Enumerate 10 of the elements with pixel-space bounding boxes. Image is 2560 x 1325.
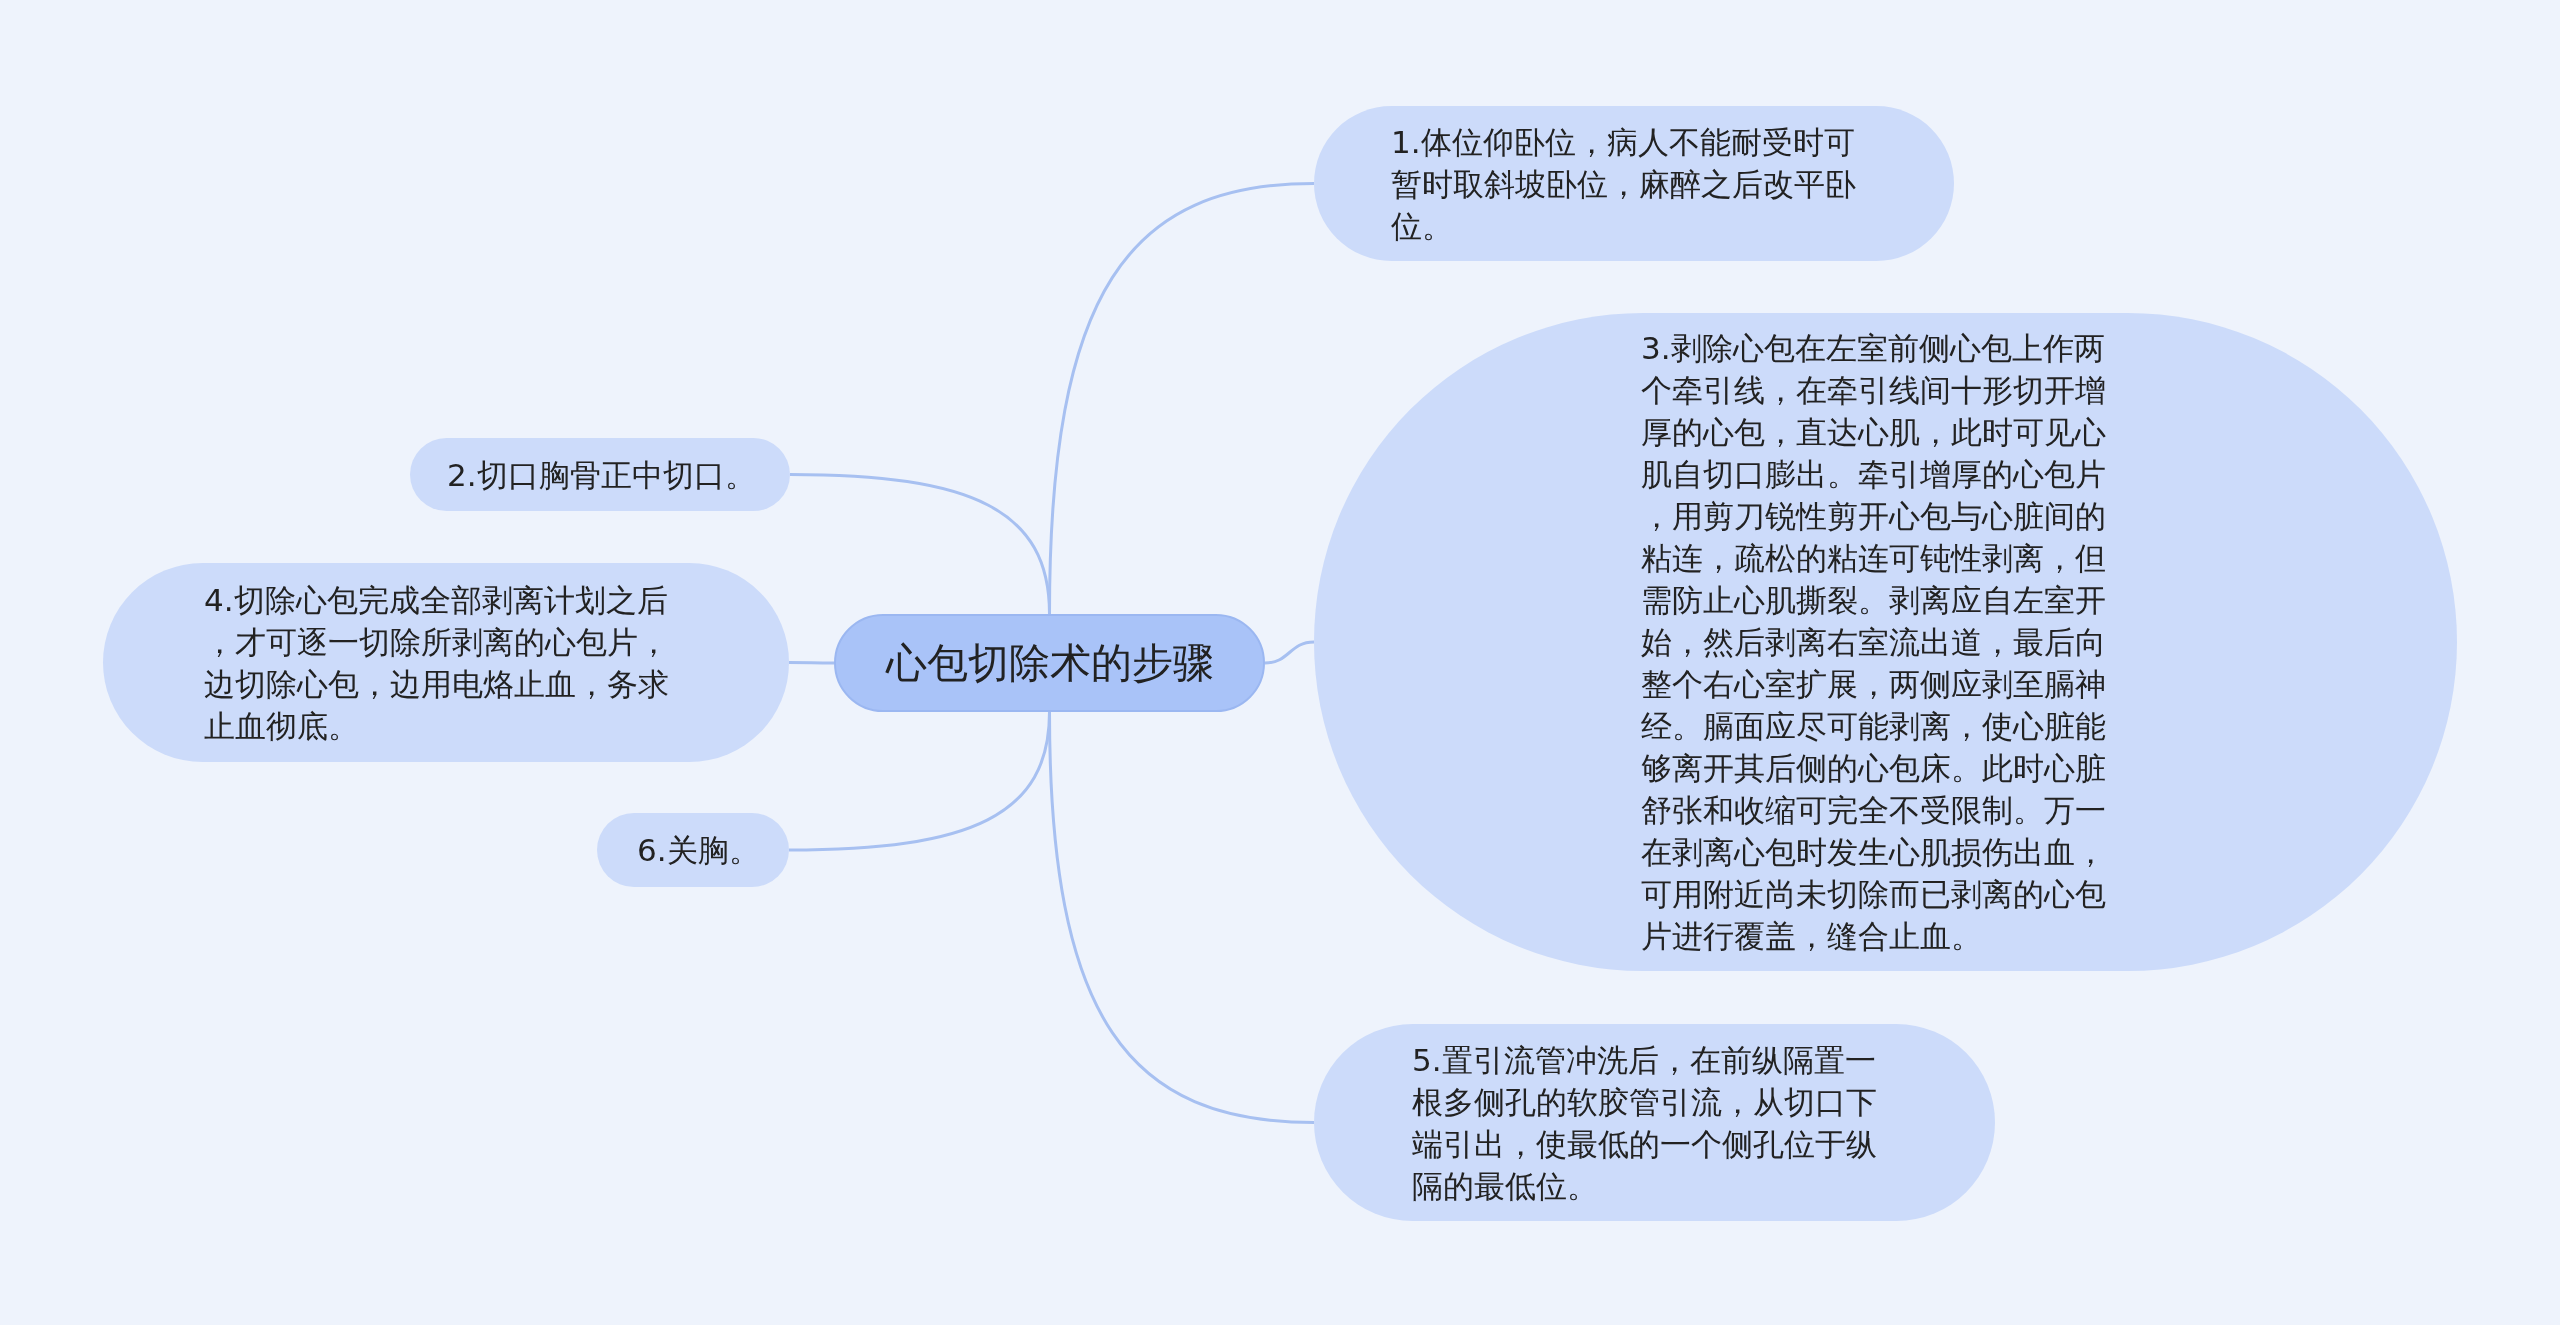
connector-line — [788, 711, 1051, 852]
topic-text: 3.剥除心包在左室前侧心包上作两个牵引线，在牵引线间十形切开增厚的心包，直达心肌，此时可见心肌自切口膨出。牵引增厚的心包片，用剪刀锐性剪开心包与心脏间的粘连，疏松的粘连可钝性剥离，但需防止心肌撕裂。剥离应自左室开始，然后剥离右室流出道，最后向整个右心室扩展，两侧应剥至膈神经。膈面应尽可能剥离，使心脏能够离开其后侧的心包床。此时心脏舒张和收缩可完全不受限制。万一在剥离心包时发生心肌损伤出血，可用附近尚未切除而已剥离的心包片进行覆盖，缝合止血。 — [1641, 329, 2107, 956]
connector-line — [1264, 640, 1315, 665]
topic-text: 2.切口胸骨正中切口。 — [447, 455, 756, 495]
central-topic-text: 心包切除术的步骤 — [885, 638, 1214, 689]
connector-line — [789, 661, 834, 665]
topic-text: 6.关胸。 — [637, 831, 760, 870]
topic-text: 4.切除心包完成全部剥离计划之后，才可逐一切除所剥离的心包片，边切除心包，边用电烙止血，务求止血彻底。 — [204, 580, 670, 746]
topic-text: 5.置引流管冲洗后，在前纵隔置一根多侧孔的软胶管引流，从切口下端引出，使最低的一个侧孔位于纵隔的最低位。 — [1412, 1040, 1878, 1206]
topic-text: 1.体位仰卧位，病人不能耐受时可暂时取斜坡卧位，麻醉之后改平卧位。 — [1391, 122, 1857, 246]
